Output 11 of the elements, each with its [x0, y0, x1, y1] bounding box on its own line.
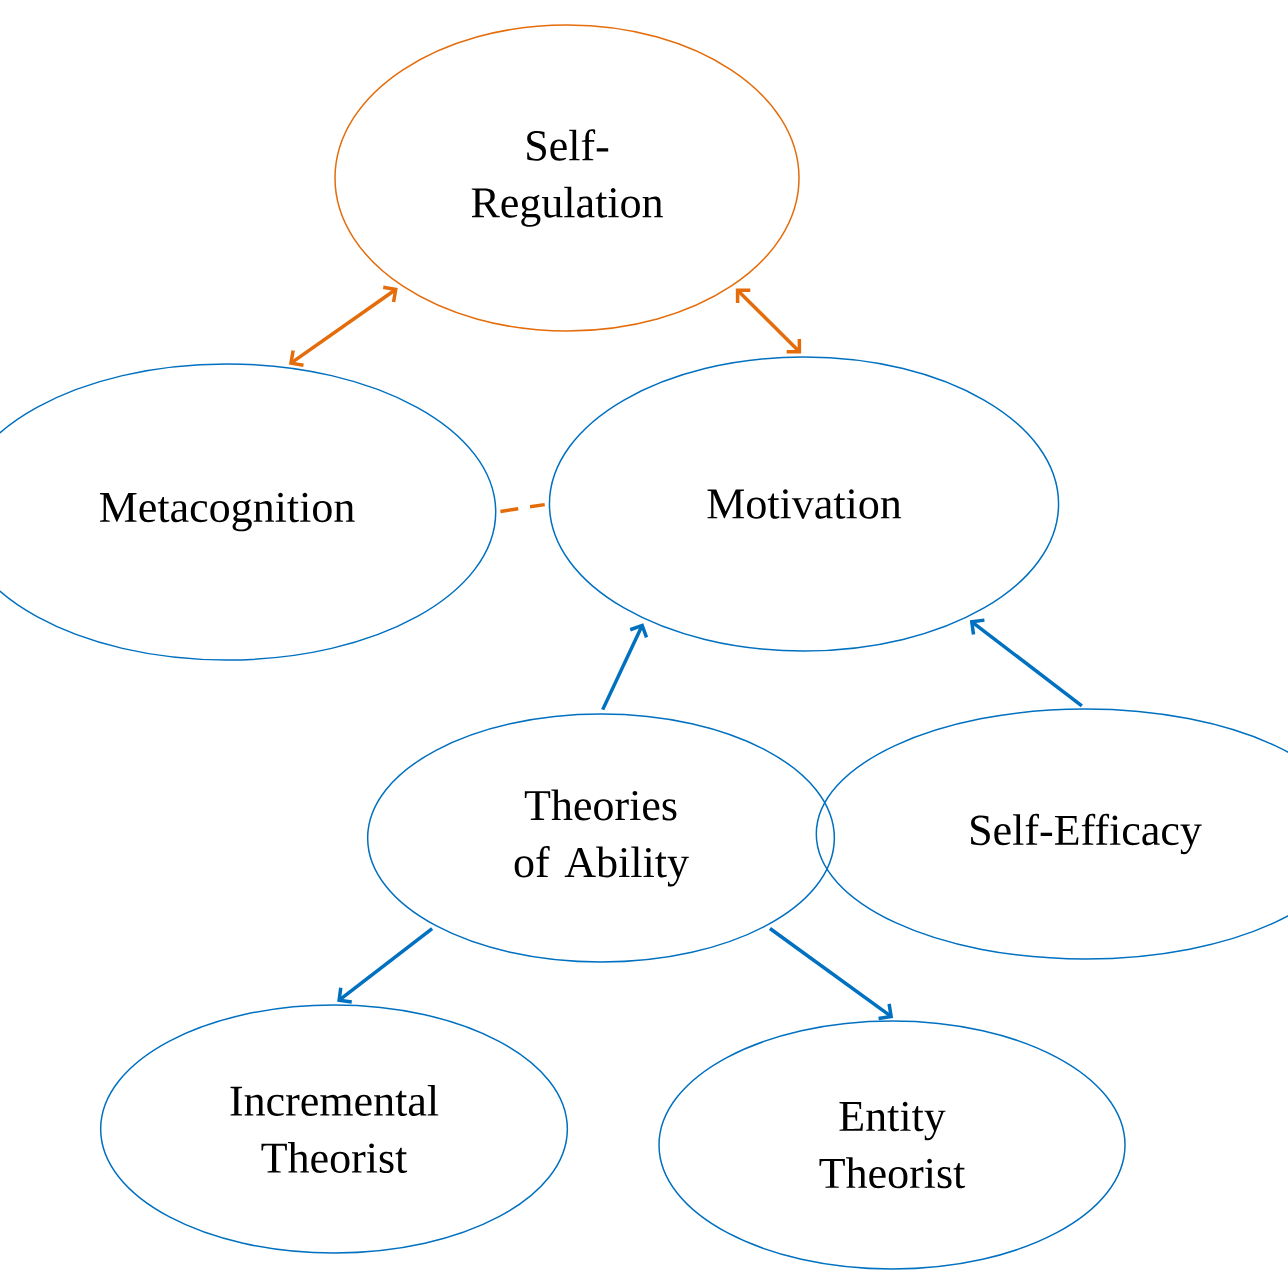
ellipse-node: Motivation [548, 356, 1060, 652]
arrow [735, 288, 802, 354]
arrow [969, 618, 1083, 708]
arrow [337, 927, 434, 1004]
ellipse-node: Self-Regulation [334, 24, 800, 332]
ellipse-node: Theories of Ability [366, 713, 836, 963]
ellipse-node: Incremental Theorist [99, 1004, 569, 1254]
ellipse-node: Entity Theorist [658, 1020, 1126, 1270]
arrow [768, 927, 894, 1021]
arrow [288, 285, 398, 368]
arrow [601, 623, 649, 711]
